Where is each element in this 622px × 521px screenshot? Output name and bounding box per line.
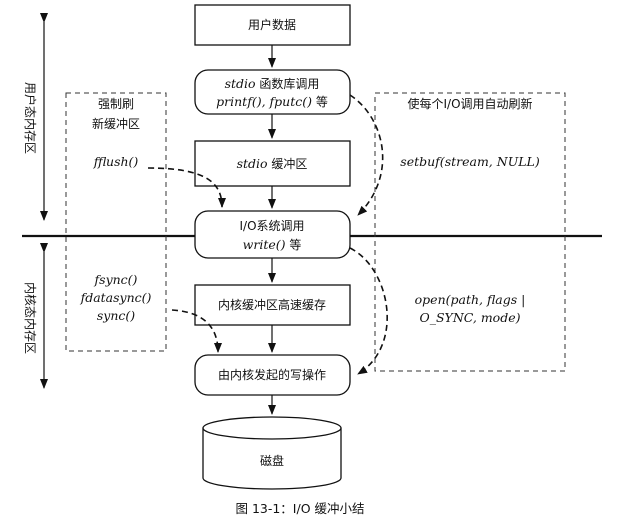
force-flush-line2: 新缓冲区 xyxy=(92,116,140,131)
box-stdio-buffer xyxy=(194,140,351,187)
box-io-syscall xyxy=(194,210,351,259)
box-io-syscall-line2: write() 等 xyxy=(243,237,302,252)
box-kernel-buffer xyxy=(194,284,351,326)
right-dashed-panel xyxy=(374,92,566,372)
fflush-label: fflush() xyxy=(93,154,139,169)
box-user-data-label: 用户数据 xyxy=(248,17,296,32)
kernel-space-label: 内核态内存区 xyxy=(23,282,37,354)
box-user-data xyxy=(194,4,351,46)
box-io-syscall-line1: I/O系统调用 xyxy=(239,219,304,233)
box-kernel-write-label: 由内核发起的写操作 xyxy=(218,367,326,382)
box-kernel-write xyxy=(194,354,351,396)
box-stdio-library-line1: stdio 函数库调用 xyxy=(225,76,320,91)
setbuf-label: setbuf(stream, NULL) xyxy=(400,154,540,169)
force-flush-line1: 强制刷 xyxy=(98,97,134,111)
user-space-label: 用户态内存区 xyxy=(23,82,38,154)
figure-caption: 图 13-1：I/O 缓冲小结 xyxy=(235,501,364,516)
fdatasync-label: fdatasync() xyxy=(80,290,152,305)
open-label-line2: O_SYNC, mode) xyxy=(420,310,521,325)
box-kernel-buffer-label: 内核缓冲区高速缓存 xyxy=(218,297,326,312)
disk-label: 磁盘 xyxy=(260,453,284,468)
left-dashed-panel xyxy=(65,92,167,352)
open-label-line1: open(path, flags | xyxy=(415,292,526,307)
fsync-label: fsync() xyxy=(94,272,138,287)
sync-label: sync() xyxy=(97,308,135,323)
disk-cylinder xyxy=(202,416,342,490)
box-stdio-library-line2: printf(), fputc() 等 xyxy=(216,94,328,109)
stdio-auto-flush-arrow xyxy=(349,94,384,216)
box-stdio-buffer-label: stdio 缓冲区 xyxy=(237,156,308,171)
box-stdio-library xyxy=(194,69,351,115)
auto-flush-label: 使每个I/O调用自动刷新 xyxy=(407,96,532,111)
osync-arrow xyxy=(349,247,388,375)
fsync-arrow xyxy=(171,309,222,353)
